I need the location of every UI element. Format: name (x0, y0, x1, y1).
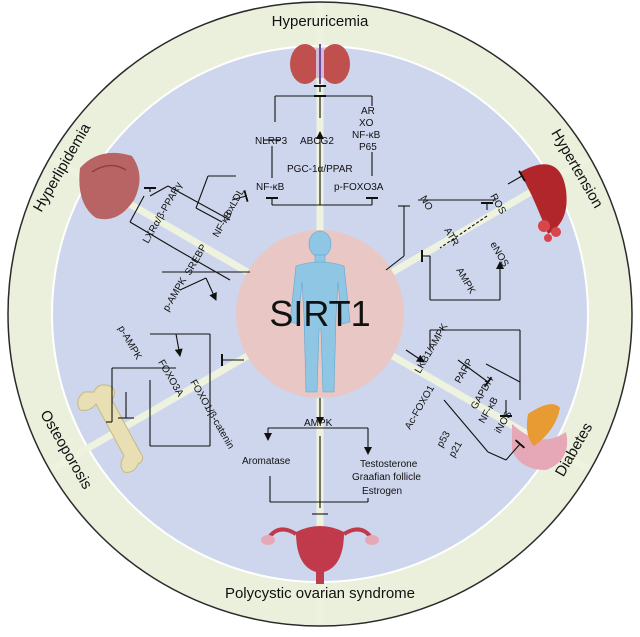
pc-aromatase: Aromatase (242, 456, 291, 467)
hu-nlrp3: NLRP3 (255, 136, 288, 147)
pancreas-icon (512, 404, 568, 470)
bone-icon (77, 384, 144, 473)
blood-vessel-icon (520, 164, 567, 242)
liver-icon (79, 152, 140, 220)
hu-nfkb: NF-κB (352, 130, 381, 141)
hu-pfoxo: p-FOXO3A (334, 182, 384, 193)
title-pcos: Polycystic ovarian syndrome (225, 585, 415, 602)
hu-pgc: PGC-1α/PPAR (287, 164, 353, 175)
pc-testosterone: Testosterone (360, 459, 418, 470)
pcos-pathway (264, 398, 372, 515)
hyperuricemia-pathway (264, 85, 378, 206)
hu-ar: AR (361, 106, 375, 117)
osteoporosis-pathway (106, 333, 244, 447)
kidney-icon (290, 44, 350, 84)
hyperlipidemia-pathway (129, 175, 250, 301)
human-figure-icon (289, 230, 351, 393)
center-label: SIRT1 (269, 293, 370, 334)
pc-estrogen: Estrogen (362, 486, 402, 497)
hu-abcg2: ABCG2 (300, 136, 334, 147)
title-hyperuricemia: Hyperuricemia (272, 13, 369, 30)
hu-nfkb-left: NF-κB (256, 182, 285, 193)
pc-ampk: AMPK (304, 418, 333, 429)
pc-graafian: Graafian follicle (352, 472, 421, 483)
hu-xo: XO (359, 118, 374, 129)
hu-p65: P65 (359, 142, 377, 153)
diabetes-pathway (405, 329, 526, 461)
uterus-icon (261, 526, 379, 584)
hypertension-pathway (385, 170, 526, 301)
